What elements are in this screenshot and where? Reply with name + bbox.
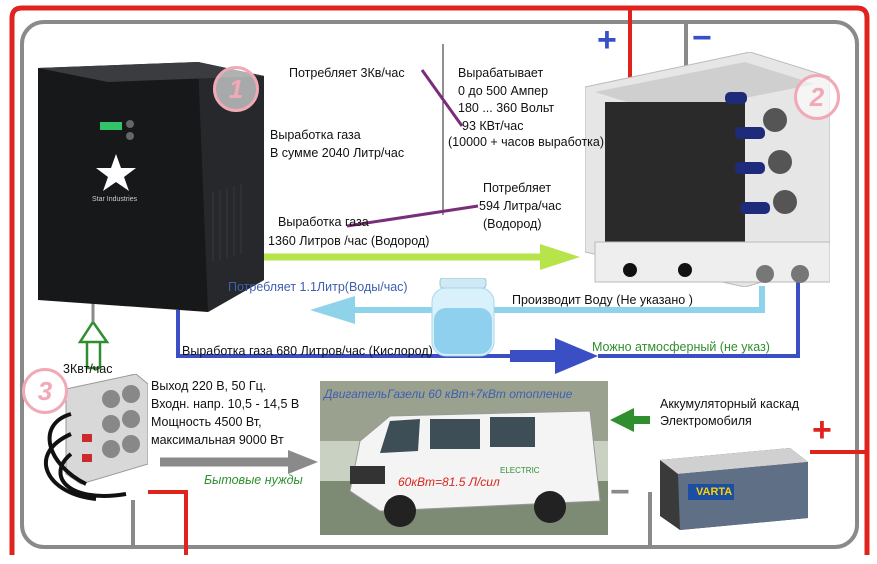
fuel-cell-produces-line1: Вырабатывает bbox=[458, 66, 544, 80]
van-rate: 60кВт=81.5 Л/сил bbox=[398, 475, 500, 489]
gas-total-line1: Выработка газа bbox=[270, 128, 361, 142]
water-output-label: Производит Воду (Не указано ) bbox=[512, 293, 693, 307]
fuel-cell-consumes-line1: Потребляет bbox=[483, 181, 552, 195]
battery-label-line2: Электромобиля bbox=[660, 414, 752, 428]
water-consume-label: Потребляет 1.1Литр(Воды/час) bbox=[228, 280, 408, 294]
van-caption: ДвигательГазели 60 кВт+7кВт отопление bbox=[324, 387, 573, 401]
van-photo: ELECTRIC bbox=[320, 381, 608, 535]
fuel-cell-unit bbox=[584, 51, 831, 288]
fuel-cell-produces-line3: 180 ... 360 Вольт bbox=[458, 101, 555, 115]
inverter-spec-line4: максимальная 9000 Вт bbox=[151, 433, 284, 447]
h2-production-line2: 1360 Литров /час (Водород) bbox=[268, 234, 430, 248]
generator-unit: Star Industries bbox=[38, 62, 264, 312]
gas-total-line2: В сумме 2040 Литр/час bbox=[270, 146, 405, 160]
fuel-cell-produces-line2: 0 до 500 Ампер bbox=[458, 84, 549, 98]
minus-sign-battery: − bbox=[610, 473, 630, 511]
generator-logo-text: Star Industries bbox=[92, 196, 138, 203]
battery-arrowhead bbox=[610, 408, 634, 432]
inverter-unit bbox=[26, 373, 149, 514]
red-wire-inverter bbox=[148, 490, 188, 555]
up-arrow-head bbox=[77, 319, 110, 344]
pointer-line-consume bbox=[420, 69, 464, 127]
o2-exhaust-line bbox=[598, 282, 800, 358]
fuel-cell-produces-line4: 93 КВт/час bbox=[462, 119, 524, 133]
fuel-cell-consumes-line2: 594 Литра/час bbox=[479, 199, 562, 213]
battery-unit: VARTA bbox=[650, 440, 810, 530]
plus-sign-top: + bbox=[597, 21, 617, 59]
van-side-text: ELECTRIC bbox=[500, 466, 540, 475]
inverter-spec-line2: Входн. напр. 10,5 - 14,5 В bbox=[151, 397, 300, 411]
o2-flow-line bbox=[176, 310, 510, 358]
water-arrowhead bbox=[310, 296, 355, 324]
o2-arrowhead bbox=[555, 338, 598, 374]
inverter-spec-line1: Выход 220 В, 50 Гц. bbox=[151, 379, 267, 393]
water-jar bbox=[430, 277, 496, 358]
pointer-line-h2 bbox=[346, 204, 479, 228]
o2-production-label: Выработка газа 680 Литров/час (Кислород) bbox=[182, 344, 433, 358]
battery-brand: VARTA bbox=[696, 486, 733, 498]
badge-fuel-cell: 2 bbox=[794, 74, 840, 120]
household-label: Бытовые нужды bbox=[204, 473, 303, 487]
minus-sign-top: − bbox=[692, 19, 712, 57]
inverter-spec-line3: Мощность 4500 Вт, bbox=[151, 415, 262, 429]
red-frame bbox=[9, 5, 870, 555]
plus-sign-battery: + bbox=[812, 411, 832, 449]
household-arrowhead bbox=[288, 450, 318, 474]
inverter-input-label: 3Квт/час bbox=[63, 362, 113, 376]
fuel-cell-produces-line5: (10000 + часов выработка) bbox=[448, 135, 605, 149]
h2-arrowhead bbox=[540, 244, 580, 270]
grey-frame bbox=[20, 20, 859, 549]
fuel-cell-consumes-line3: (Водород) bbox=[483, 217, 542, 231]
atmospheric-label: Можно атмосферный (не указ) bbox=[592, 340, 770, 354]
generator-consumes-label: Потребляет 3Кв/час bbox=[289, 66, 405, 80]
h2-production-line1: Выработка газа bbox=[278, 215, 369, 229]
badge-generator: 1 bbox=[213, 66, 259, 112]
battery-label-line1: Аккумуляторный каскад bbox=[660, 397, 800, 411]
badge-inverter: 3 bbox=[22, 368, 68, 414]
